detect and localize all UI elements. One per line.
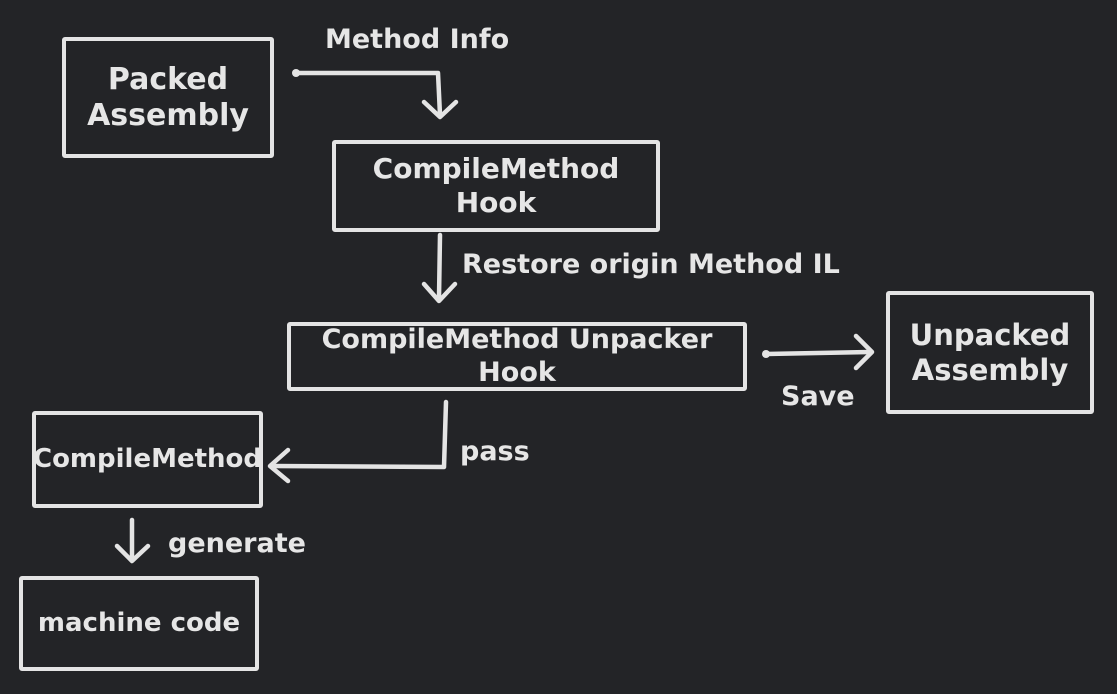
node-compile-method-hook: CompileMethod Hook xyxy=(332,140,660,232)
edge-restore-il xyxy=(436,232,443,301)
arrowhead-save xyxy=(853,333,875,371)
edge-save xyxy=(763,349,873,357)
node-packed-assembly: Packed Assembly xyxy=(62,37,274,158)
node-unpacked-assembly: Unpacked Assembly xyxy=(886,291,1094,414)
label-restore-il: Restore origin Method IL xyxy=(462,249,840,280)
node-machine-code: machine code xyxy=(19,576,259,671)
node-unpacker-hook: CompileMethod Unpacker Hook xyxy=(287,322,747,391)
arrowhead-pass xyxy=(267,447,291,484)
arrowhead-restore-il xyxy=(421,281,458,304)
edge-pass xyxy=(269,399,449,470)
label-generate: generate xyxy=(168,528,306,559)
label-method-info: Method Info xyxy=(325,24,510,55)
arrowhead-method-info xyxy=(421,99,459,120)
label-pass: pass xyxy=(460,436,530,467)
arrowhead-generate xyxy=(114,543,151,564)
node-compile-method: CompileMethod xyxy=(32,411,263,508)
label-save: Save xyxy=(781,381,855,412)
edge-method-info xyxy=(293,70,443,118)
